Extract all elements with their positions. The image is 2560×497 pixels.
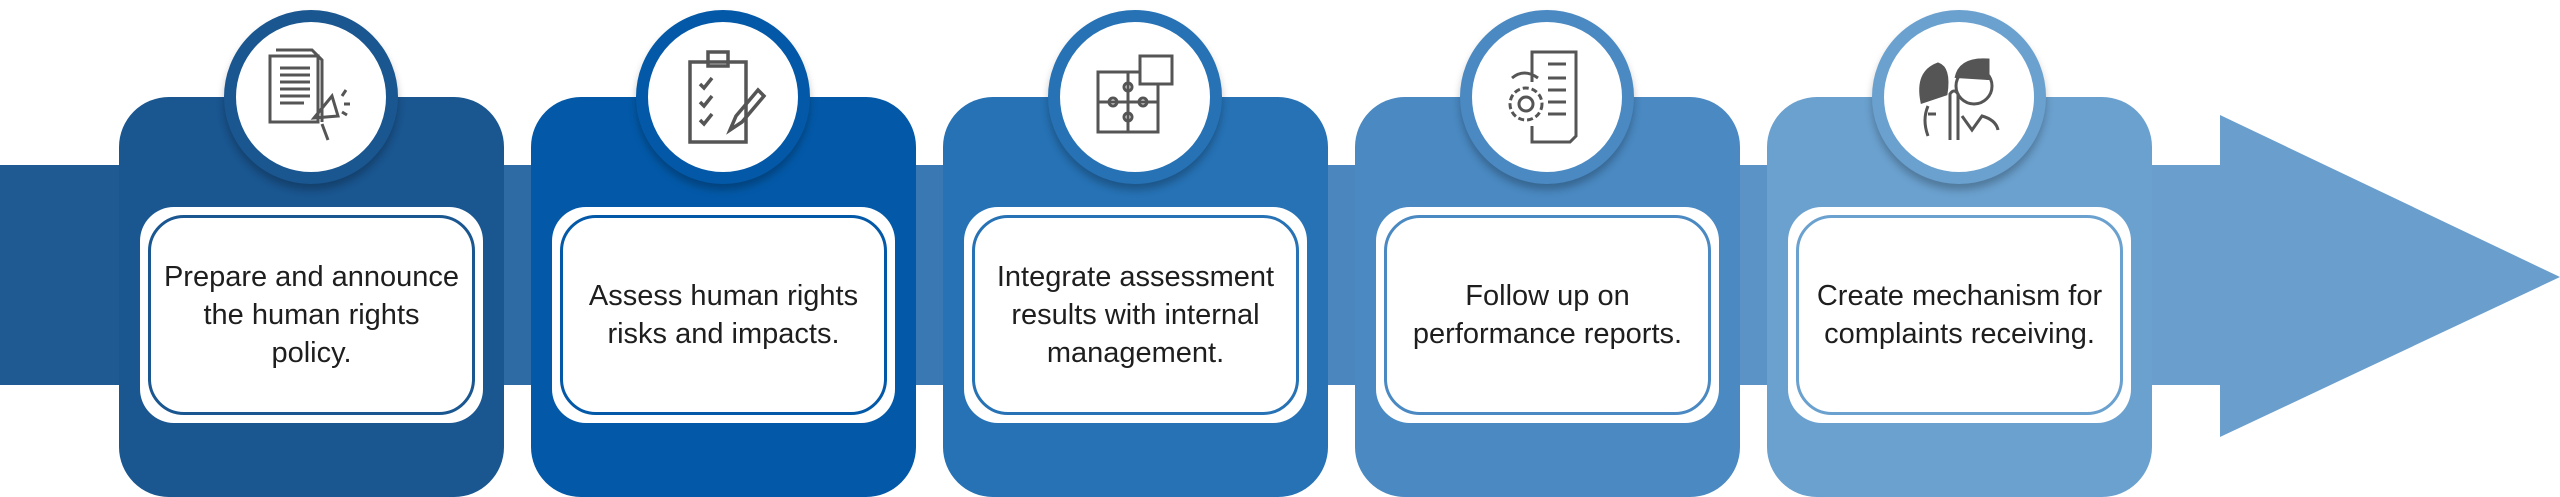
step-text-box: Assess human rights risks and impacts.	[552, 207, 895, 423]
step-card-2: Assess human rights risks and impacts.	[531, 10, 916, 497]
step-card-4: Follow up on performance reports.	[1355, 10, 1740, 497]
step-icon-circle	[1460, 10, 1634, 184]
step-text: Prepare and announce the human rights po…	[163, 261, 460, 369]
step-card-3: Integrate assessment results with intern…	[943, 10, 1328, 497]
step-text: Follow up on performance reports.	[1412, 280, 1683, 350]
arrow-band-segment	[2140, 165, 2230, 385]
document-megaphone-icon	[268, 48, 350, 141]
step-text-box: Create mechanism for complaints receivin…	[1788, 207, 2131, 423]
step-text: Create mechanism for complaints receivin…	[1816, 280, 2103, 350]
clipboard-checklist-icon	[688, 50, 767, 144]
step-card-5: Create mechanism for complaints receivin…	[1767, 10, 2152, 497]
step-icon-circle	[224, 10, 398, 184]
gear-report-icon	[1508, 50, 1578, 144]
arrowhead	[2220, 115, 2560, 437]
step-text-box: Integrate assessment results with intern…	[964, 207, 1307, 423]
arrow-band-segment	[0, 165, 130, 385]
puzzle-icon	[1096, 54, 1174, 134]
step-text-box: Follow up on performance reports.	[1376, 207, 1719, 423]
step-text-box: Prepare and announce the human rights po…	[140, 207, 483, 423]
step-text: Assess human rights risks and impacts.	[588, 280, 859, 350]
step-icon-circle	[636, 10, 810, 184]
step-text: Integrate assessment results with intern…	[996, 261, 1275, 369]
step-card-1: Prepare and announce the human rights po…	[119, 10, 504, 497]
step-icon-circle	[1048, 10, 1222, 184]
step-icon-circle	[1872, 10, 2046, 184]
listening-people-icon	[1919, 58, 2000, 140]
